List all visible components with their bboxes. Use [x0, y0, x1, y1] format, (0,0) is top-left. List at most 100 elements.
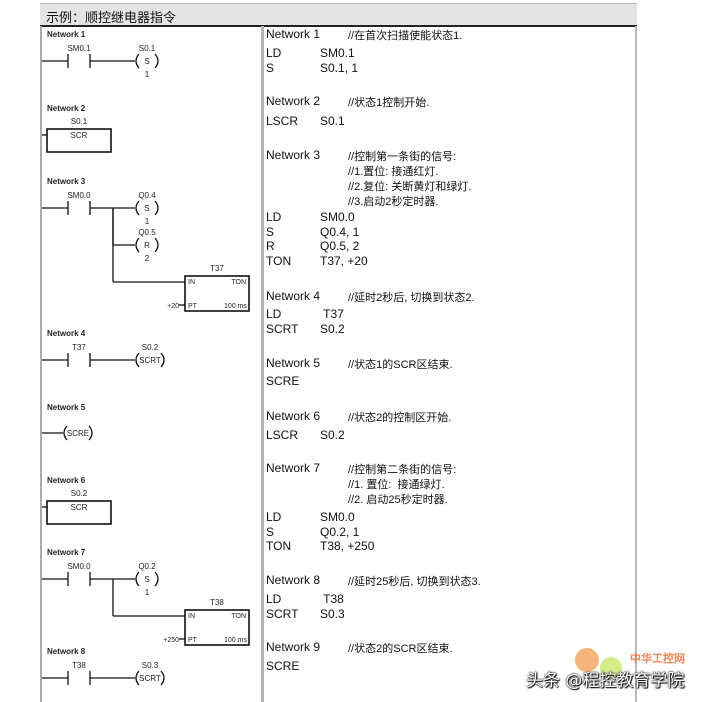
stl-network-label: Network 8	[266, 573, 321, 587]
stl-comment: //控制第一条街的信号:	[348, 151, 457, 163]
stl-instruction: SCRT	[266, 322, 299, 336]
stl-comment: //2. 启动25秒定时器.	[348, 494, 448, 506]
stl-network-label: Network 3	[266, 148, 321, 162]
stl-network-label: Network 5	[266, 356, 321, 370]
stl-instruction: TON	[266, 539, 292, 553]
coil-left-arc	[135, 352, 140, 368]
coil-right-arc	[154, 200, 159, 216]
panel-divider	[261, 26, 264, 702]
stl-comment: //1.置位: 接通红灯.	[348, 166, 439, 178]
coil-count: 1	[145, 217, 150, 226]
contact-label: SM0.0	[67, 562, 91, 571]
panel-right-border	[635, 26, 637, 702]
watermark: 头条 @程控教育学院	[526, 671, 685, 691]
scr-type: SCR	[71, 131, 88, 140]
stl-operand: SM0.0	[320, 210, 355, 224]
coil-right-arc	[160, 670, 165, 686]
stl-network-label: Network 1	[266, 27, 321, 41]
coil-right-arc	[154, 237, 159, 253]
timer-type: TON	[231, 279, 246, 286]
coil-count: 2	[145, 254, 150, 263]
window-title: 示例：顺控继电器指令	[46, 10, 177, 25]
logo-text: 中华工控网	[630, 653, 685, 665]
scr-type: SCR	[71, 503, 88, 512]
stl-operand: T38	[320, 592, 344, 606]
stl-instruction: LD	[266, 210, 282, 224]
coil-left-arc	[135, 571, 140, 587]
coil-label: Q0.2	[138, 562, 156, 571]
timer-pt: PT	[188, 637, 198, 644]
network-label: Network 6	[47, 476, 86, 485]
logo-gear-icon	[575, 648, 599, 672]
stl-operand: S0.2	[320, 428, 345, 442]
stl-operand: SM0.0	[320, 510, 355, 524]
contact-label: T37	[72, 343, 86, 352]
stl-comment: //控制第二条街的信号:	[348, 464, 457, 476]
stl-comment: //3.启动2秒定时器.	[348, 196, 439, 208]
stl-instruction: S	[266, 525, 275, 539]
logo-gear-green-icon	[600, 657, 622, 679]
coil-left-arc	[135, 53, 140, 69]
stl-instruction: SCRE	[266, 374, 300, 388]
timer-preset: +250	[163, 637, 179, 644]
coil-right-arc	[88, 425, 93, 441]
contact-label: SM0.1	[67, 44, 91, 53]
stl-instruction: LD	[266, 46, 282, 60]
coil-count: 1	[145, 588, 150, 597]
timer-preset: +20	[167, 303, 179, 310]
timer-box	[184, 609, 250, 646]
stl-comment: //2.复位: 关断黄灯和绿灯.	[348, 181, 472, 193]
coil-right-arc	[154, 53, 159, 69]
coil-right-arc	[160, 352, 165, 368]
scr-label: S0.2	[71, 489, 88, 498]
stl-operand: T38, +250	[320, 539, 375, 553]
coil-count: 1	[145, 70, 150, 79]
stl-comment: //延时25秒后, 切换到状态3.	[348, 576, 481, 588]
stl-instruction: SCRE	[266, 659, 300, 673]
coil-type: R	[144, 241, 150, 250]
stl-network-label: Network 4	[266, 289, 321, 303]
coil-type: SCRE	[67, 429, 89, 438]
coil-right-arc	[154, 571, 159, 587]
stl-instruction: LSCR	[266, 114, 299, 128]
stl-network-label: Network 6	[266, 409, 321, 423]
stl-comment: //状态2的SCR区结束.	[348, 643, 453, 655]
coil-left-arc	[135, 670, 140, 686]
coil-left-arc	[63, 425, 68, 441]
window-title-bar: 示例：顺控继电器指令	[40, 3, 637, 27]
coil-type: SCRT	[139, 674, 161, 683]
stl-operand: S0.3	[320, 607, 345, 621]
stl-comment: //状态2的控制区开始.	[348, 412, 452, 424]
coil-type: S	[144, 204, 149, 213]
stl-operand: S0.1	[320, 114, 345, 128]
stl-instruction: TON	[266, 254, 292, 268]
timer-base: 100 ms	[224, 303, 247, 310]
scr-box	[46, 500, 112, 525]
coil-left-arc	[135, 200, 140, 216]
stl-instruction: LD	[266, 307, 282, 321]
stl-operand: SM0.1	[320, 46, 355, 60]
coil-type: S	[144, 575, 149, 584]
network-label: Network 5	[47, 403, 86, 412]
timer-in: IN	[188, 279, 195, 286]
stl-network-label: Network 9	[266, 640, 321, 654]
timer-box	[184, 275, 250, 312]
stl-network-label: Network 2	[266, 94, 321, 108]
timer-type: TON	[231, 613, 246, 620]
stl-comment: //延时2秒后, 切换到状态2.	[348, 292, 475, 304]
stl-instruction: LD	[266, 510, 282, 524]
ladder-left-rail	[40, 26, 42, 702]
contact-label: T38	[72, 661, 86, 670]
timer-label: T38	[210, 598, 224, 607]
stl-operand: S0.2	[320, 322, 345, 336]
network-label: Network 1	[47, 30, 86, 39]
coil-label: S0.1	[139, 44, 156, 53]
stl-operand: T37, +20	[320, 254, 368, 268]
coil-label: S0.2	[142, 343, 159, 352]
scr-label: S0.1	[71, 117, 88, 126]
timer-pt: PT	[188, 303, 198, 310]
stl-operand: S0.1, 1	[320, 61, 359, 75]
stl-comment: //状态1控制开始.	[348, 97, 430, 109]
timer-label: T37	[210, 264, 224, 273]
